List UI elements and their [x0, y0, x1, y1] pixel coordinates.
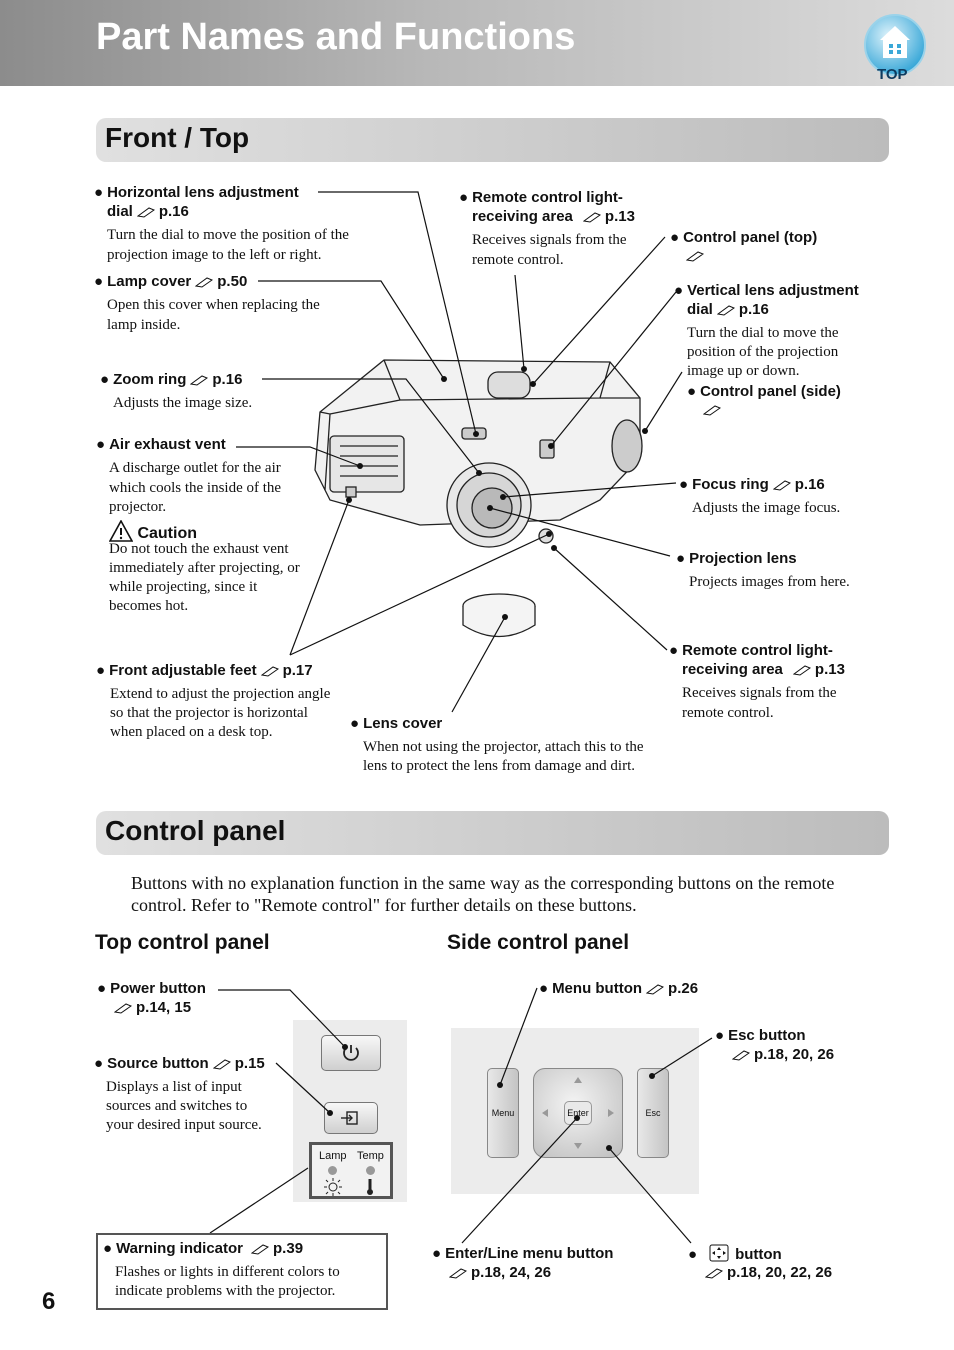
- h-lens-ref: p.16: [158, 203, 189, 220]
- reference-icon: [251, 1244, 270, 1255]
- arrow-button-icon: [709, 1244, 729, 1262]
- menu-key[interactable]: Menu: [487, 1068, 519, 1158]
- power-ref: p.14, 15: [110, 998, 191, 1017]
- arrow-button-ref: p.18, 20, 22, 26: [701, 1263, 832, 1282]
- h-lens-desc: Turn the dial to move the position of th…: [107, 227, 349, 263]
- page-title: Part Names and Functions: [96, 16, 576, 58]
- home-icon: [864, 14, 926, 76]
- esc-key[interactable]: Esc: [637, 1068, 669, 1158]
- top-label: TOP: [877, 66, 908, 83]
- esc-ref: p.18, 20, 26: [728, 1045, 834, 1064]
- reference-icon: [792, 665, 811, 676]
- temp-indicator-light: [366, 1166, 375, 1175]
- source-button-key[interactable]: [324, 1102, 378, 1134]
- cp-side-label: ●Control panel (side): [687, 383, 841, 400]
- power-icon: [343, 1045, 359, 1061]
- reference-icon: [703, 405, 721, 416]
- reference-icon: [260, 666, 279, 677]
- page-number: 6: [42, 1288, 56, 1315]
- side-panel-title: Side control panel: [447, 931, 630, 954]
- reference-icon: [705, 1268, 723, 1279]
- esc-label: ●Esc button: [715, 1027, 806, 1044]
- arrow-button-label: ●button: [688, 1244, 782, 1263]
- warning-desc: Flashes or lights in different colors to…: [115, 1264, 340, 1299]
- section-bar-front-top: [96, 118, 889, 162]
- direction-pad[interactable]: Enter: [533, 1068, 623, 1158]
- reference-icon: [772, 480, 791, 491]
- enter-ref: p.18, 24, 26: [445, 1263, 551, 1282]
- section-bar-control-panel: [96, 811, 889, 855]
- reference-icon: [212, 1059, 231, 1070]
- reference-icon: [732, 1050, 750, 1061]
- control-intro: Buttons with no explanation function in …: [131, 873, 835, 915]
- warning-indicator-box: [96, 1233, 388, 1310]
- indicator-panel: Lamp Temp: [309, 1142, 393, 1199]
- v-lens-label: ●Vertical lens adjustment: [674, 282, 859, 299]
- temp-indicator-label: Temp: [357, 1150, 384, 1162]
- top-home-button[interactable]: TOP: [862, 14, 928, 84]
- title-bar: [0, 0, 954, 86]
- reference-icon: [716, 305, 735, 316]
- reference-icon: [449, 1268, 467, 1279]
- remote-top-label: ●Remote control light-: [459, 189, 623, 206]
- reference-icon: [582, 212, 601, 223]
- lens-cover-label: ●Lens cover: [350, 715, 443, 732]
- cp-top-label: ●Control panel (top): [670, 229, 818, 246]
- source-icon: [341, 1111, 358, 1125]
- caution-heading: Caution: [108, 519, 197, 543]
- power-label: ●Power button: [97, 980, 206, 997]
- warning-icon: [108, 519, 134, 542]
- lens-cover-desc: When not using the projector, attach thi…: [363, 739, 644, 774]
- h-lens-label: ●Horizontal lens adjustment: [94, 184, 299, 201]
- exhaust-label: ●Air exhaust vent: [96, 436, 226, 453]
- lamp-indicator-label: Lamp: [319, 1150, 347, 1162]
- section-title-control-panel: Control panel: [105, 815, 286, 846]
- reference-icon: [686, 251, 704, 262]
- arrow-marks-icon: [542, 1077, 614, 1149]
- projection-lens-label: ●Projection lens: [676, 550, 797, 567]
- projection-lens-desc: Projects images from here.: [689, 574, 850, 590]
- reference-icon: [114, 1003, 132, 1014]
- section-title-front-top: Front / Top: [105, 122, 250, 153]
- top-panel-title: Top control panel: [95, 931, 270, 954]
- enter-label: ●Enter/Line menu button: [432, 1245, 614, 1262]
- zoom-ring-desc: Adjusts the image size.: [113, 395, 253, 411]
- reference-icon: [646, 984, 665, 995]
- lamp-icon: [324, 1178, 342, 1196]
- remote-front-label: ●Remote control light-: [669, 642, 833, 659]
- reference-icon: [136, 207, 155, 218]
- thermometer-icon: [367, 1179, 373, 1195]
- enter-key[interactable]: Enter: [564, 1101, 592, 1125]
- reference-icon: [195, 277, 214, 288]
- reference-icon: [190, 375, 209, 386]
- power-button-key[interactable]: [321, 1035, 381, 1071]
- focus-ring-desc: Adjusts the image focus.: [692, 500, 841, 516]
- lamp-indicator-light: [328, 1166, 337, 1175]
